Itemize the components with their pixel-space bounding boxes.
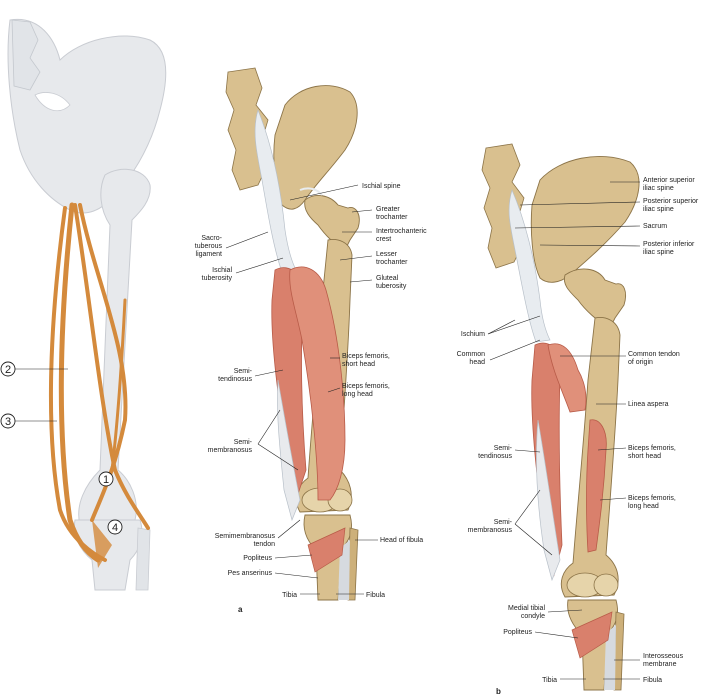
svg-text:head: head (469, 359, 485, 366)
svg-text:Semimembranosus: Semimembranosus (215, 533, 276, 540)
svg-text:Semi-: Semi- (234, 368, 253, 375)
biceps-short-b (586, 419, 607, 553)
biceps-long-a (289, 266, 346, 501)
svg-text:Semi-: Semi- (234, 439, 253, 446)
panel-label-a: a (238, 605, 243, 614)
svg-text:membranosus: membranosus (208, 447, 253, 454)
svg-text:Fibula: Fibula (366, 592, 385, 599)
svg-text:Greater: Greater (376, 206, 400, 213)
svg-text:Tibia: Tibia (542, 677, 557, 684)
svg-text:long head: long head (628, 503, 659, 510)
hamstring-lines (48, 202, 150, 563)
popliteus-b (571, 611, 613, 659)
svg-text:tendinosus: tendinosus (478, 453, 512, 460)
femur-neck-b (563, 268, 627, 329)
svg-text:crest: crest (376, 236, 391, 243)
svg-text:iliac spine: iliac spine (643, 185, 674, 192)
svg-text:short head: short head (628, 453, 661, 460)
marker-2: 2 (0, 361, 68, 377)
svg-text:Intertrochanteric: Intertrochanteric (376, 228, 427, 235)
leaders-a (225, 184, 378, 595)
svg-text:4: 4 (112, 522, 118, 534)
marker-3: 3 (0, 413, 57, 429)
semimembranosus-b (536, 419, 561, 582)
svg-text:trochanter: trochanter (376, 259, 408, 266)
svg-text:Semi-: Semi- (494, 519, 513, 526)
svg-text:iliac spine: iliac spine (643, 206, 674, 213)
svg-text:short head: short head (342, 361, 375, 368)
svg-text:Gluteal: Gluteal (376, 275, 399, 282)
panel-b (481, 143, 640, 691)
schematic-pelvis (7, 18, 167, 214)
svg-text:Fibula: Fibula (643, 677, 662, 684)
svg-text:Sacro-: Sacro- (201, 235, 222, 242)
svg-text:Biceps femoris,: Biceps femoris, (628, 445, 676, 452)
svg-text:Interosseous: Interosseous (643, 653, 684, 660)
panel-a (225, 67, 360, 601)
svg-text:Lesser: Lesser (376, 251, 398, 258)
svg-text:Posterior inferior: Posterior inferior (643, 241, 695, 248)
svg-text:ligament: ligament (196, 251, 223, 258)
femur-neck-a (304, 194, 360, 251)
svg-text:Tibia: Tibia (282, 592, 297, 599)
svg-text:long head: long head (342, 391, 373, 398)
svg-text:Medial tibial: Medial tibial (508, 605, 545, 612)
biceps-long-b (547, 343, 587, 413)
panel-label-b: b (496, 687, 501, 696)
labels-b: Anterior superior iliac spine Posterior … (457, 177, 699, 696)
svg-text:Anterior superior: Anterior superior (643, 177, 695, 184)
leaders-b (487, 181, 641, 680)
marker-4: 4 (107, 519, 123, 535)
svg-text:condyle: condyle (521, 613, 545, 620)
popliteus-a (307, 527, 346, 573)
svg-text:3: 3 (5, 416, 11, 428)
svg-text:Linea aspera: Linea aspera (628, 401, 669, 408)
marker-1: 1 (98, 471, 114, 487)
svg-text:Common tendon: Common tendon (628, 351, 680, 358)
svg-text:2: 2 (5, 364, 11, 376)
svg-text:tuberosity: tuberosity (376, 283, 407, 290)
schematic-panel: 1 4 2 3 (0, 18, 167, 591)
svg-text:Biceps femoris,: Biceps femoris, (342, 383, 390, 390)
svg-text:membrane: membrane (643, 661, 677, 668)
svg-text:Semi-: Semi- (494, 445, 513, 452)
semimembranosus-a (277, 379, 301, 522)
svg-text:Posterior superior: Posterior superior (643, 198, 699, 205)
svg-text:Biceps femoris,: Biceps femoris, (342, 353, 390, 360)
svg-text:Sacrum: Sacrum (643, 223, 667, 230)
svg-text:Ischium: Ischium (461, 331, 485, 338)
svg-text:tuberosity: tuberosity (202, 275, 233, 282)
svg-text:Popliteus: Popliteus (243, 555, 272, 562)
svg-text:Biceps femoris,: Biceps femoris, (628, 495, 676, 502)
labels-a: Ischial spine Greater trochanter Intertr… (195, 183, 427, 614)
ilium-b (530, 156, 640, 283)
svg-text:iliac spine: iliac spine (643, 249, 674, 256)
svg-text:tendinosus: tendinosus (218, 376, 252, 383)
svg-text:Head of fibula: Head of fibula (380, 537, 423, 544)
svg-text:of origin: of origin (628, 359, 653, 366)
svg-text:trochanter: trochanter (376, 214, 408, 221)
label-ischial-spine: Ischial spine (362, 183, 401, 190)
svg-text:membranosus: membranosus (468, 527, 513, 534)
schematic-femur (78, 168, 151, 526)
svg-text:tuberous: tuberous (195, 243, 223, 250)
svg-text:1: 1 (103, 474, 109, 486)
svg-text:Ischial: Ischial (212, 267, 232, 274)
svg-text:Popliteus: Popliteus (503, 629, 532, 636)
svg-text:tendon: tendon (254, 541, 276, 548)
svg-text:Pes anserinus: Pes anserinus (228, 570, 273, 577)
svg-text:Common: Common (457, 351, 486, 358)
